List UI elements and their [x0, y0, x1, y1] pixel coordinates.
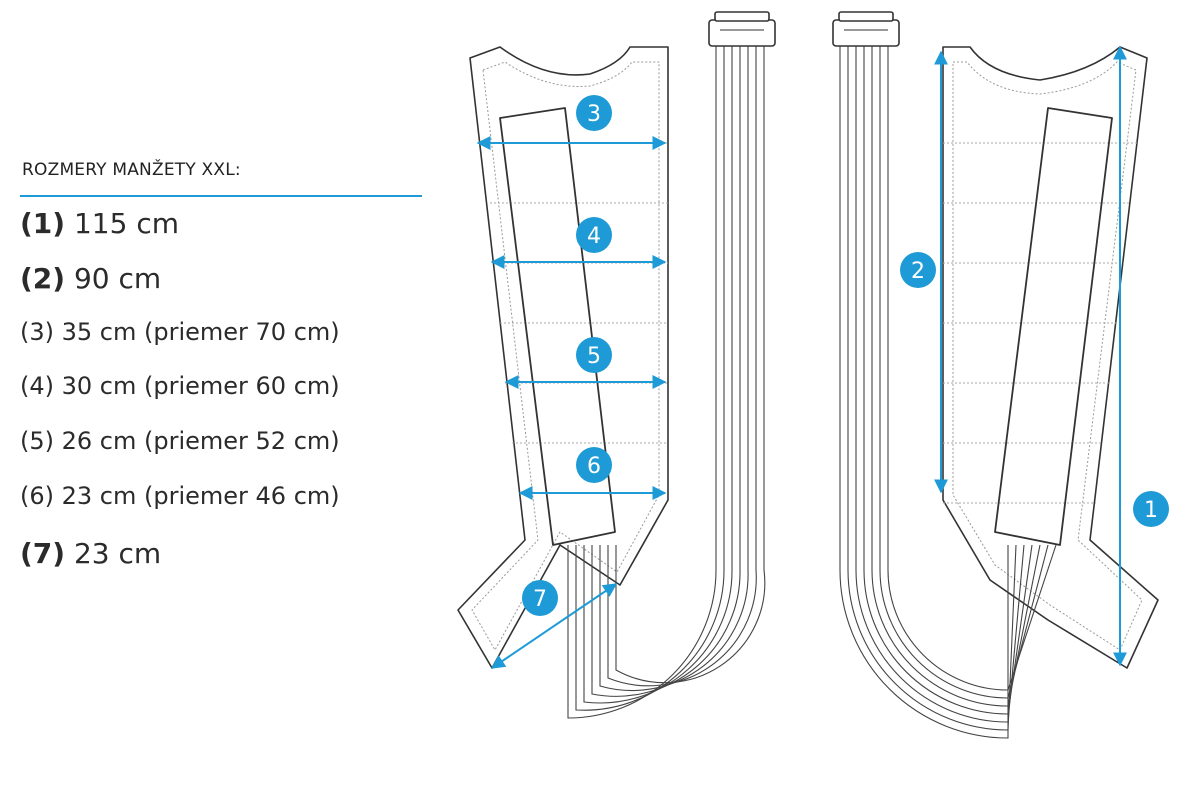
- dimension-7-value: 23 cm: [73, 537, 162, 570]
- right-cuff-outline: [942, 46, 1159, 669]
- dimension-7-label: (7): [20, 537, 66, 570]
- dimension-2-label: (2): [20, 262, 66, 295]
- dimension-2-value: 90 cm: [73, 262, 162, 295]
- dimension-1-label: (1): [20, 207, 66, 240]
- marker-3: 3: [576, 95, 612, 131]
- marker-4: 4: [576, 217, 612, 253]
- left-cuff-seam: [471, 61, 660, 651]
- marker-6: 6: [576, 447, 612, 483]
- dimension-2: (2) 90 cm: [20, 262, 161, 295]
- cuff-dimensions-title: ROZMERY MANŽETY XXL:: [22, 160, 241, 180]
- dimension-4: (4) 30 cm (priemer 60 cm): [20, 372, 340, 400]
- marker-1: 1: [1133, 491, 1169, 527]
- dimension-1-value: 115 cm: [73, 207, 179, 240]
- svg-text:6: 6: [587, 454, 601, 479]
- right-cuff-chambers: [943, 142, 1138, 504]
- left-cuff: [457, 46, 669, 669]
- title-divider: [20, 195, 422, 197]
- svg-text:3: 3: [587, 102, 601, 127]
- dimension-5: (5) 26 cm (priemer 52 cm): [20, 427, 340, 455]
- dimension-3: (3) 35 cm (priemer 70 cm): [20, 318, 340, 346]
- svg-text:2: 2: [911, 259, 925, 284]
- right-cuff: [942, 46, 1159, 669]
- dimension-1: (1) 115 cm: [20, 207, 179, 240]
- left-cuff-chambers: [485, 142, 668, 444]
- svg-text:5: 5: [587, 344, 601, 369]
- marker-5: 5: [576, 337, 612, 373]
- air-hoses: [567, 45, 1057, 739]
- marker-2: 2: [900, 252, 936, 288]
- dimension-arrow-7: [490, 583, 618, 669]
- dimension-7: (7) 23 cm: [20, 537, 161, 570]
- dimension-6: (6) 23 cm (priemer 46 cm): [20, 482, 340, 510]
- right-cuff-strip: [994, 107, 1113, 546]
- svg-text:4: 4: [587, 224, 601, 249]
- svg-text:7: 7: [533, 587, 547, 612]
- left-cuff-outline: [457, 46, 669, 669]
- svg-text:1: 1: [1144, 498, 1158, 523]
- marker-7: 7: [522, 580, 558, 616]
- right-cuff-seam: [952, 61, 1143, 651]
- hose-connector-left: [708, 11, 776, 47]
- hose-connector-right: [832, 11, 900, 47]
- left-cuff-strip: [499, 107, 616, 546]
